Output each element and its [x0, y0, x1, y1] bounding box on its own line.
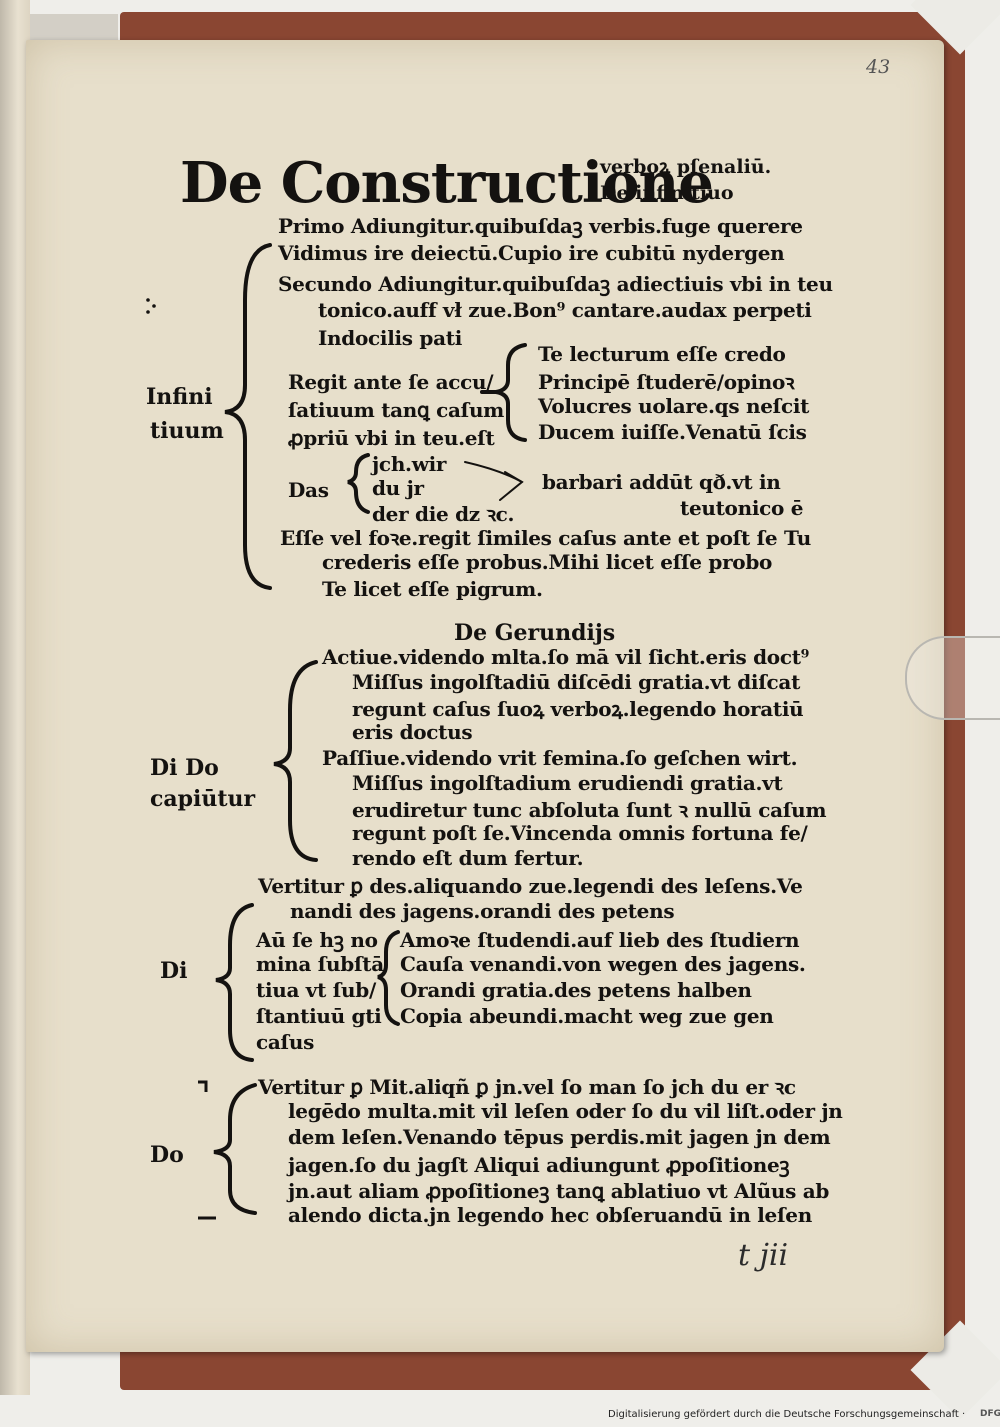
- page-title: De Constructione: [180, 150, 714, 216]
- di-left-line: caſus: [256, 1030, 315, 1054]
- di-right-line: Cauſa venandi.von wegen des jagens.: [400, 952, 806, 976]
- title-right-line-1: verboꝝ pſenaliū.: [600, 156, 772, 178]
- di-left-line: mina ſubſtā: [256, 952, 384, 976]
- text-line: jagen.ſo du jagſt Aliqui adiungunt ꝓpoſi…: [288, 1153, 790, 1177]
- das-label: Das: [288, 478, 329, 502]
- book-page: [26, 40, 944, 1352]
- esse-line: crederis eſſe probus.Mihi licet eſſe pro…: [322, 550, 773, 574]
- barbari-line: barbari addūt qð.vt in: [542, 470, 781, 494]
- margin-di-do: Di Do: [150, 755, 219, 781]
- text-line: legēdo multa.mit vil leſen oder ſo du vi…: [288, 1099, 843, 1123]
- text-line: Vidimus ire deiectū.Cupio ire cubitū nyd…: [278, 241, 785, 265]
- text-line: erudiretur tunc abſoluta ſunt ꝛ nullū ca…: [352, 798, 827, 822]
- di-right-line: Copia abeundi.macht weg zue gen: [400, 1004, 774, 1028]
- esse-line: Te licet eſſe pigrum.: [322, 577, 543, 601]
- example-line: Ducem iuiſſe.Venatū ſcis: [538, 420, 807, 444]
- regit-line: ꝓpriū vbi in teu.eſt: [288, 426, 495, 450]
- regit-line: ſatiuum tanꝗ caſum: [288, 398, 505, 422]
- di-left-line: tiua vt ſub/: [256, 978, 376, 1002]
- text-line: tonico.auff vł zue.Bon⁹ cantare.audax pe…: [318, 298, 812, 322]
- text-line: dem leſen.Venando tēpus perdis.mit jagen…: [288, 1125, 831, 1149]
- text-line: regunt caſus ſuoꝝ verboꝝ.legendo horatiū: [352, 697, 804, 721]
- text-line: Vertitur ꝑ des.aliquando zue.legendi des…: [258, 874, 803, 898]
- regit-line: Regit ante ſe accu/: [288, 370, 494, 394]
- example-line: Volucres uolare.qs neſcit: [538, 394, 810, 418]
- pronoun-line: der die dz ꝛc.: [372, 502, 515, 526]
- di-left-line: ſtantiuū gti: [256, 1004, 382, 1028]
- digitization-credit: Digitalisierung gefördert durch die Deut…: [608, 1409, 966, 1420]
- text-line: Paſſiue.videndo vrit femina.ſo geſchen w…: [322, 746, 798, 770]
- page-clip: [905, 636, 1000, 720]
- di-right-line: Amoꝛe ſtudendi.auf lieb des ſtudiern: [400, 928, 800, 952]
- text-line: regunt poſt ſe.Vincenda omnis fortuna fe…: [352, 821, 808, 845]
- dfg-logo: DFG: [980, 1409, 1000, 1419]
- margin-do: Do: [150, 1142, 184, 1168]
- signature-mark: t jii: [738, 1238, 789, 1273]
- facing-page-edge: [0, 0, 30, 1395]
- di-right-line: Orandi gratia.des petens halben: [400, 978, 752, 1002]
- pronoun-line: du jr: [372, 476, 424, 500]
- section-heading-gerunds: De Gerundijs: [454, 620, 616, 646]
- text-line: rendo eſt dum fertur.: [352, 846, 584, 870]
- text-line: jn.aut aliam ꝓpoſitioneꝫ tanꝗ ablatiuo v…: [288, 1179, 830, 1203]
- text-line: Miſſus ingolſtadium erudiendi gratia.vt: [352, 771, 783, 795]
- margin-capiuntur: capiūtur: [150, 786, 256, 812]
- text-line: Actiue.videndo mlta.ſo mā vil ſicht.eris…: [322, 645, 810, 669]
- title-right-line-2: De infinitiuo: [600, 182, 734, 204]
- text-line: Miſſus ingolſtadiū diſcēdi gratia.vt diſ…: [352, 670, 801, 694]
- example-line: Principē ſtuderē/opinoꝛ: [538, 370, 795, 394]
- text-line: Indocilis pati: [318, 326, 462, 350]
- text-line: alendo dicta.jn legendo hec obſeruandū i…: [288, 1203, 812, 1227]
- margin-infinitiuum-1: Infini: [146, 384, 213, 410]
- margin-di: Di: [160, 958, 188, 984]
- text-line: Secundo Adiungitur.quibuſdaꝫ adiectiuis …: [278, 272, 833, 296]
- margin-infinitiuum-2: tiuum: [150, 418, 224, 444]
- pronoun-line: jch.wir: [372, 452, 447, 476]
- di-left-line: Aū ſe hꝫ no: [256, 928, 378, 952]
- text-line: Vertitur ꝑ Mit.aliqñ ꝑ jn.vel ſo man ſo …: [258, 1075, 796, 1099]
- text-line: Primo Adiungitur.quibuſdaꝫ verbis.fuge q…: [278, 214, 803, 238]
- text-line: eris doctus: [352, 720, 473, 744]
- text-line: nandi des jagens.orandi des petens: [290, 899, 675, 923]
- folio-number: 43: [866, 56, 891, 78]
- example-line: Te lecturum eſſe credo: [538, 342, 786, 366]
- barbari-line: teutonico ē: [680, 496, 804, 520]
- esse-line: Eſſe vel foꝛe.regit ſimiles caſus ante e…: [280, 526, 811, 550]
